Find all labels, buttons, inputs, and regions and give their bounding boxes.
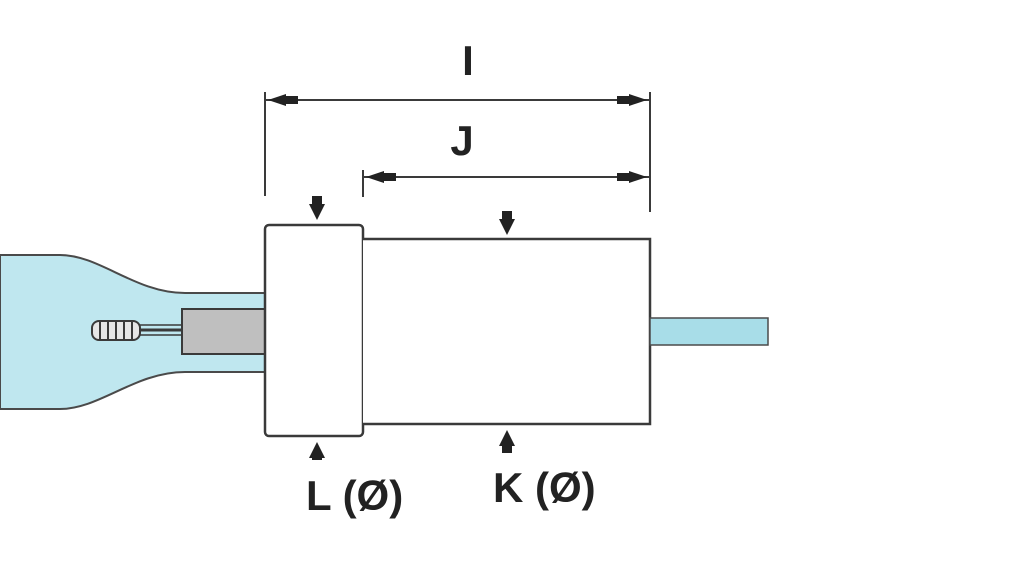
diameter-marker-body-top [499, 211, 515, 235]
diameter-marker-base-top [309, 196, 325, 220]
label-j: J [450, 117, 473, 164]
lamp-lead [649, 317, 769, 346]
arrowhead-right [629, 171, 647, 183]
label-k-diameter: K (Ø) [493, 464, 596, 511]
diameter-marker-base-bottom [309, 442, 325, 460]
dimension-j [362, 170, 650, 197]
dimension-i [264, 92, 651, 212]
arrowhead-right [629, 94, 647, 106]
lamp-base [263, 223, 365, 438]
filament-coil [91, 320, 141, 341]
diameter-marker-body-bottom [499, 430, 515, 453]
lamp-body [363, 237, 652, 426]
label-l-diameter: L (Ø) [306, 472, 403, 519]
arrowhead-left [366, 171, 384, 183]
stem-block [181, 308, 267, 355]
label-i: I [462, 37, 474, 84]
arrowhead-left [268, 94, 286, 106]
